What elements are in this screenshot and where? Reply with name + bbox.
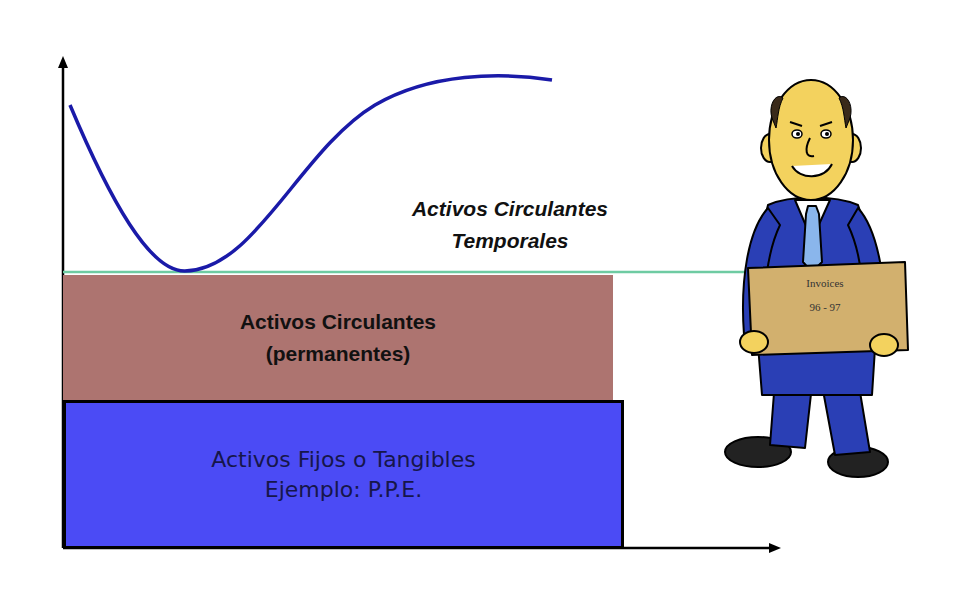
area-label: Activos Circulantes Temporales	[375, 193, 645, 257]
band-label: Activos Circulantes (permanentes)	[203, 306, 473, 370]
current-assets-band: Activos Circulantes (permanentes)	[63, 275, 613, 400]
fixed-assets-box: Activos Fijos o TangiblesEjemplo: P.P.E.	[63, 400, 624, 549]
box-body: Ejemplo: P.P.E.	[265, 475, 422, 505]
box-heading: Activos Fijos o Tangibles	[211, 445, 475, 475]
box-caption: Invoices	[770, 276, 880, 290]
box-caption: 96 - 97	[770, 300, 880, 314]
